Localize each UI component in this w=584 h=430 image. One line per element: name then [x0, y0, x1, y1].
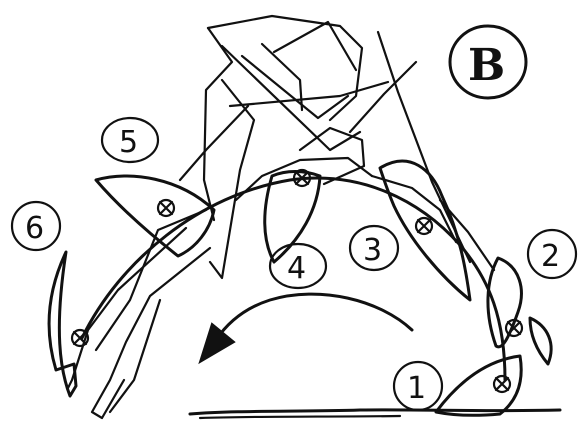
pivot-marker-5 [158, 200, 174, 216]
position-label-1: 1 [394, 362, 442, 410]
blade-6 [49, 252, 76, 396]
panel-label: B [468, 40, 505, 91]
pivot-marker-1 [494, 376, 510, 392]
panel-badge: B [450, 26, 526, 98]
position-label-6-text: 6 [25, 211, 44, 246]
position-label-5: 5 [102, 118, 158, 162]
rotation-arrow-head [200, 324, 234, 362]
position-label-2: 2 [528, 230, 576, 278]
blade-1 [436, 356, 521, 415]
position-label-3: 3 [350, 226, 398, 270]
blade-1-tip [530, 318, 551, 364]
blade-4 [265, 172, 320, 263]
position-label-4: 4 [270, 244, 326, 288]
position-label-1-text: 1 [407, 371, 426, 406]
position-label-6: 6 [12, 202, 60, 250]
position-label-5-text: 5 [119, 125, 138, 160]
position-label-2-text: 2 [541, 239, 560, 274]
pivot-marker-3 [416, 218, 432, 234]
ground-line-shadow [200, 416, 400, 418]
rotation-arrow-arc [216, 294, 412, 340]
position-label-4-text: 4 [287, 251, 306, 286]
rotation-arrow [200, 294, 412, 362]
position-label-3-text: 3 [363, 233, 382, 268]
